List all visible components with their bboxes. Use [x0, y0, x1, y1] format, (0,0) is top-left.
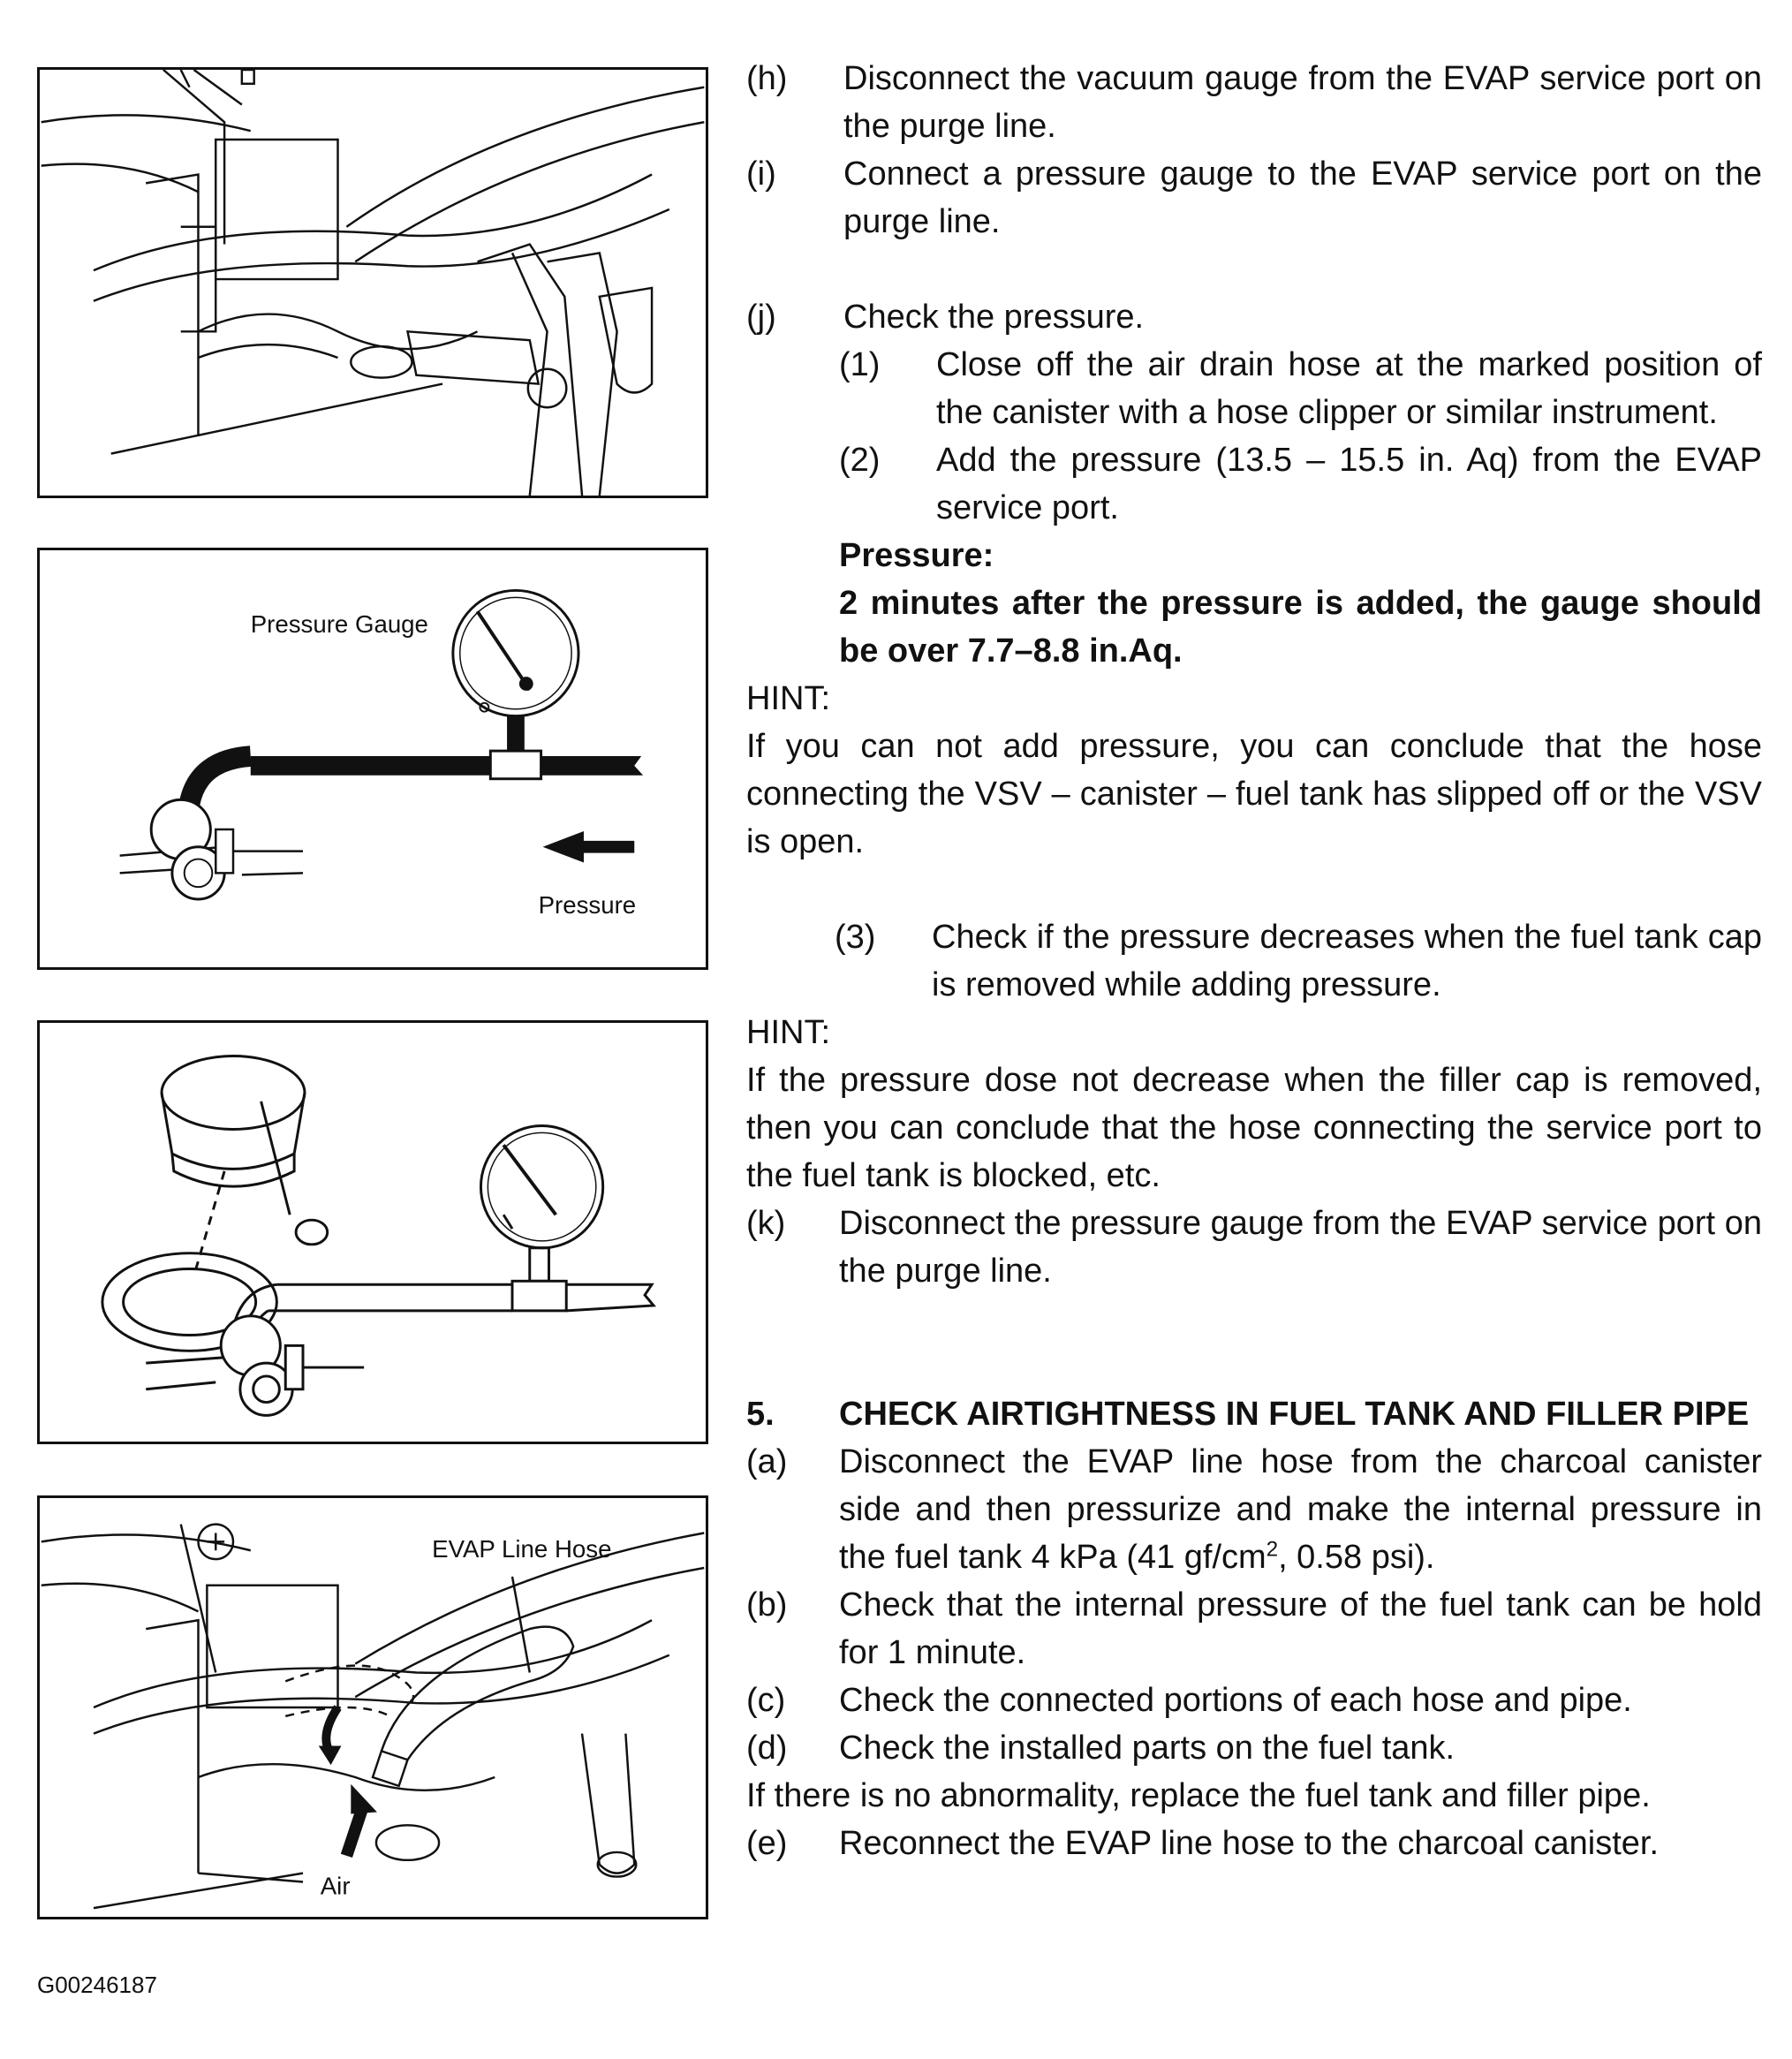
step-label: (e)	[746, 1825, 788, 1862]
superscript: 2	[1266, 1537, 1279, 1562]
pressure-gauge-label: Pressure Gauge	[251, 610, 428, 638]
substep-label: (2)	[839, 442, 881, 479]
step-label: (i)	[746, 155, 776, 193]
fuel-cap-icon	[160, 1055, 306, 1131]
note-text: If there is no abnormality, replace the …	[746, 1777, 1651, 1814]
substep-text: Check if the pressure decreases when the…	[932, 919, 1762, 1003]
hose-direction-arrow-icon	[318, 1745, 342, 1766]
pressure-arrow-label: Pressure	[539, 891, 637, 919]
step-j-1: (1) Close off the air drain hose at the …	[746, 341, 1762, 436]
section-5-heading: 5. CHECK AIRTIGHTNESS IN FUEL TANK AND F…	[746, 1390, 1762, 1438]
step-text: Check the pressure.	[843, 299, 1145, 336]
hose-clipper-illustration	[41, 70, 705, 496]
section-number: 5.	[746, 1396, 775, 1433]
step-text: Disconnect the vacuum gauge from the EVA…	[843, 60, 1762, 145]
step-label: (d)	[746, 1730, 788, 1767]
figure-fuel-cap	[37, 1020, 708, 1444]
step-c: (c) Check the connected portions of each…	[746, 1677, 1762, 1724]
spec-text: 2 minutes after the pressure is added, t…	[839, 585, 1762, 670]
substep-text: Close off the air drain hose at the mark…	[936, 346, 1762, 431]
air-label: Air	[321, 1872, 351, 1899]
substep-text: Add the pressure (13.5 – 15.5 in. Aq) fr…	[936, 442, 1762, 526]
gauge-dial-icon	[451, 588, 580, 718]
hint-title: HINT:	[746, 1014, 830, 1051]
hint-text: If the pressure dose not decrease when t…	[746, 1062, 1762, 1194]
step-a: (a) Disconnect the EVAP line hose from t…	[746, 1438, 1762, 1581]
figure-evap-line-hose: EVAP Line Hose	[37, 1495, 708, 1919]
substep-label: (1)	[839, 346, 881, 383]
step-j-2: (2) Add the pressure (13.5 – 15.5 in. Aq…	[746, 436, 1762, 532]
step-i: (i) Connect a pressure gauge to the EVAP…	[746, 150, 1762, 246]
step-text-end: , 0.58 psi).	[1278, 1539, 1435, 1576]
figure-hose-clipper	[37, 67, 708, 498]
section-title: CHECK AIRTIGHTNESS IN FUEL TANK AND FILL…	[839, 1396, 1750, 1433]
step-text: Check the connected portions of each hos…	[839, 1682, 1632, 1719]
step-text: Reconnect the EVAP line hose to the char…	[839, 1825, 1660, 1862]
step-j-3: (3) Check if the pressure decreases when…	[746, 913, 1762, 1009]
evap-line-hose-illustration: EVAP Line Hose	[41, 1523, 705, 1910]
step-j: (j) Check the pressure.	[746, 293, 1762, 341]
fuel-cap-illustration	[101, 1055, 656, 1417]
cap-gasket-icon	[101, 1252, 278, 1352]
procedure-text: (h) Disconnect the vacuum gauge from the…	[746, 55, 1762, 1867]
pressure-arrow-icon	[542, 830, 584, 863]
step-text: Connect a pressure gauge to the EVAP ser…	[843, 155, 1762, 240]
step-e: (e) Reconnect the EVAP line hose to the …	[746, 1820, 1762, 1867]
step-text: Disconnect the pressure gauge from the E…	[839, 1205, 1762, 1290]
step-label: (a)	[746, 1443, 788, 1480]
step-text: Disconnect the EVAP line hose from the c…	[839, 1443, 1762, 1576]
evap-line-hose-label: EVAP Line Hose	[432, 1535, 611, 1563]
step-label: (c)	[746, 1682, 786, 1719]
hint-text: If you can not add pressure, you can con…	[746, 728, 1762, 860]
step-label: (j)	[746, 299, 776, 336]
step-h: (h) Disconnect the vacuum gauge from the…	[746, 55, 1762, 150]
step-text: Check the installed parts on the fuel ta…	[839, 1730, 1456, 1767]
pressure-gauge-illustration: Pressure Gauge Pressure	[119, 588, 644, 919]
step-b: (b) Check that the internal pressure of …	[746, 1581, 1762, 1677]
spec-title: Pressure:	[839, 537, 994, 574]
step-d: (d) Check the installed parts on the fue…	[746, 1724, 1762, 1772]
step-label: (h)	[746, 60, 788, 97]
step-text: Check that the internal pressure of the …	[839, 1586, 1762, 1671]
figure-pressure-gauge: Pressure Gauge Pressure	[37, 548, 708, 970]
step-k: (k) Disconnect the pressure gauge from t…	[746, 1200, 1762, 1295]
figure-id: G00246187	[37, 1972, 157, 1998]
step-label: (k)	[746, 1205, 786, 1242]
step-label: (b)	[746, 1586, 788, 1624]
substep-label: (3)	[835, 919, 876, 956]
air-arrow-icon	[351, 1783, 377, 1814]
hint-title: HINT:	[746, 680, 830, 717]
